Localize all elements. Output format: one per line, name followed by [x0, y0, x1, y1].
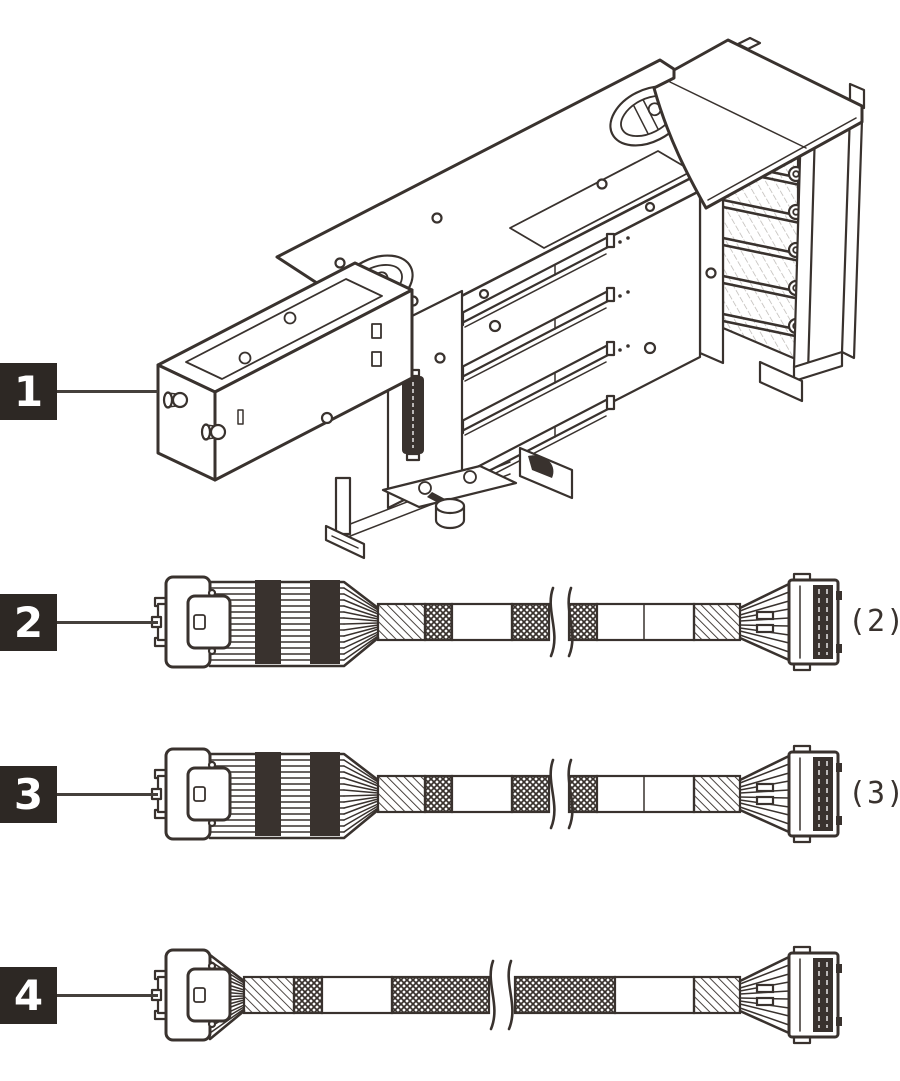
board-screws: [488, 236, 657, 355]
callout-4-number: 4: [13, 970, 44, 1020]
callout-2-number: 2: [13, 597, 44, 647]
callout-4-leader: [57, 994, 158, 997]
callout-2-badge: 2: [0, 594, 57, 651]
callout-1-badge: 1: [0, 363, 57, 420]
thumbscrew-1: [162, 391, 189, 409]
mounting-feet: [324, 446, 574, 560]
thumbscrew-2: [200, 423, 227, 441]
top-cover-flap: [652, 36, 864, 210]
callout-3-number: 3: [13, 769, 44, 819]
callout-2-leader: [57, 621, 158, 624]
cable-3-drawing: [152, 746, 852, 842]
ribbon-connector: [402, 376, 424, 454]
callout-1-leader: [57, 390, 158, 393]
callout-3-badge: 3: [0, 766, 57, 823]
box-recessed-panel: [185, 278, 383, 380]
callout-4-badge: 4: [0, 967, 57, 1024]
riser-cage-assembly-drawing: [156, 36, 866, 560]
front-box: [156, 261, 414, 482]
cable-3-quantity-label: (3): [848, 776, 900, 811]
riser-board: [433, 189, 702, 495]
hook-foot: [334, 476, 352, 536]
callout-3-leader: [57, 793, 158, 796]
cable-4-drawing: [152, 947, 852, 1043]
foot-plate: [381, 464, 518, 509]
cable-2-quantity-label: (2): [848, 604, 900, 639]
bracket-outer-rail: [840, 112, 864, 360]
callout-1-number: 1: [13, 366, 44, 416]
cable-2-drawing: [152, 574, 852, 670]
